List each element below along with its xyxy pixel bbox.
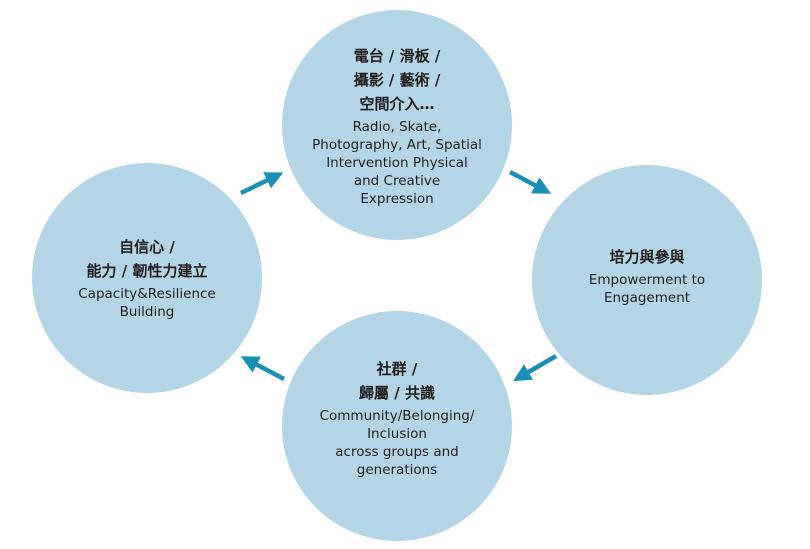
node-bottom-zh-1: 社群 / (376, 360, 418, 378)
node-right: 培力與參與 Empowerment to Engagement (532, 245, 762, 307)
node-top-en-1: Radio, Skate, (352, 119, 442, 135)
node-bottom: 社群 / 歸屬 / 共識 Community/Belonging/ Inclus… (282, 357, 512, 479)
circle-top (282, 10, 512, 240)
arrow-right-to-bottom (513, 354, 558, 382)
node-bottom-zh-2: 歸屬 / 共識 (359, 384, 435, 402)
node-bottom-en-2: Inclusion (367, 426, 427, 442)
arrow-left-to-top (240, 172, 284, 196)
circle-right (532, 165, 762, 395)
node-right-en-2: Engagement (603, 290, 691, 306)
circle-left (32, 163, 262, 393)
node-top-zh-2: 攝影 / 藝術 / (353, 71, 441, 89)
node-top-en-5: Expression (360, 191, 434, 207)
node-top-zh-3: 空間介入… (359, 95, 435, 113)
node-bottom-en-4: generations (356, 462, 438, 478)
node-right-en-1: Empowerment to (588, 272, 706, 288)
node-left-en-2: Building (119, 304, 175, 320)
node-top: 電台 / 滑板 / 攝影 / 藝術 / 空間介入… Radio, Skate, … (282, 44, 512, 208)
node-top-en-3: Intervention Physical (326, 155, 468, 171)
node-top-en-2: Photography, Art, Spatial (312, 137, 482, 153)
node-top-en-4: and Creative (353, 173, 441, 189)
circle-bottom (282, 311, 512, 541)
node-left: 自信心 / 能力 / 韌性力建立 Capacity&Resilience Bui… (32, 235, 262, 321)
node-left-zh-1: 自信心 / (119, 238, 175, 256)
arrow-top-to-right (508, 170, 552, 194)
node-left-en-1: Capacity&Resilience (78, 286, 216, 302)
node-top-zh-1: 電台 / 滑板 / (353, 47, 441, 65)
node-left-zh-2: 能力 / 韌性力建立 (86, 262, 208, 280)
node-bottom-en-1: Community/Belonging/ (319, 408, 475, 424)
node-right-zh-1: 培力與參與 (609, 248, 685, 266)
arrow-bottom-to-left (240, 356, 286, 381)
node-bottom-en-3: across groups and (335, 444, 459, 460)
